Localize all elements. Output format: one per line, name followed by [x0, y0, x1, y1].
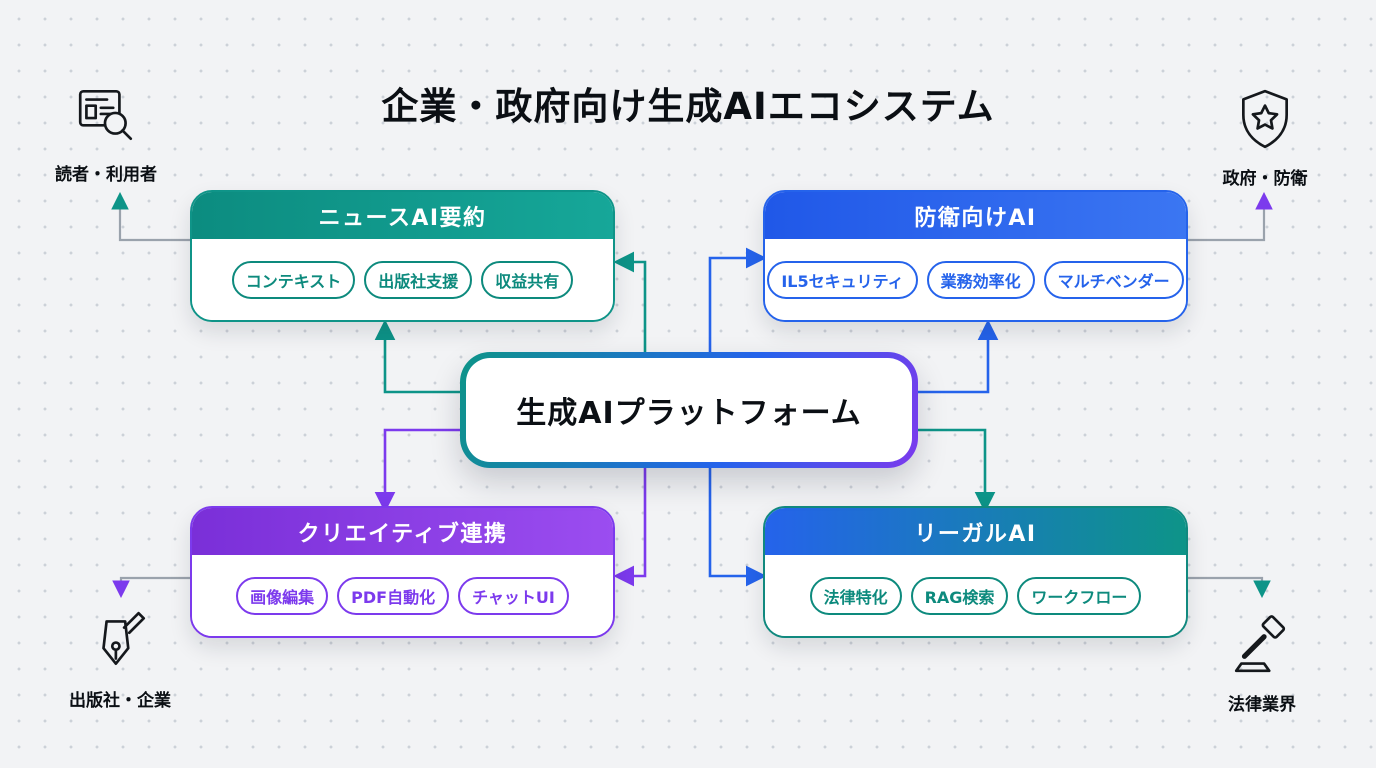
actor-government: 政府・防衛 — [1199, 86, 1331, 189]
tag-news-3: 収益共有 — [481, 260, 574, 299]
card-legal-body: 法律特化 RAG検索 ワークフロー — [765, 555, 1186, 636]
tag-legal-2: RAG検索 — [910, 576, 1009, 615]
actor-publishers-label: 出版社・企業 — [69, 691, 171, 711]
shield-star-icon — [1242, 89, 1288, 149]
tag-news-2: 出版社支援 — [364, 260, 473, 299]
arrow-center-to-defense-bottom — [918, 319, 999, 394]
card-creative-body: 画像編集 PDF自動化 チャットUI — [192, 555, 613, 636]
card-creative: クリエイティブ連携 画像編集 PDF自動化 チャットUI — [190, 506, 615, 638]
arrow-legal-to-law — [1188, 576, 1271, 599]
arrow-defense-to-government — [1188, 191, 1273, 242]
page-title: 企業・政府向け生成AIエコシステム — [381, 85, 995, 128]
actor-readers-label: 読者・利用者 — [55, 165, 157, 185]
card-defense-title: 防衛向けAI — [765, 192, 1186, 239]
gavel-icon — [1234, 615, 1286, 673]
actor-law: 法律業界 — [1196, 612, 1328, 715]
tag-creative-2: PDF自動化 — [337, 576, 450, 615]
arrow-creative-to-publishers — [112, 576, 190, 599]
actor-publishers: 出版社・企業 — [54, 608, 186, 711]
arrow-center-to-defense-left — [708, 247, 767, 352]
actor-government-label: 政府・防衛 — [1222, 169, 1308, 189]
card-news-title: ニュースAI要約 — [192, 192, 613, 239]
tag-defense-1: IL5セキュリティ — [767, 260, 918, 299]
tag-creative-1: 画像編集 — [236, 576, 329, 615]
card-creative-title: クリエイティブ連携 — [192, 508, 613, 555]
arrow-news-to-readers — [111, 191, 190, 242]
tag-legal-3: ワークフロー — [1017, 576, 1142, 615]
arrow-center-to-news-right — [613, 251, 647, 352]
card-legal: リーガルAI 法律特化 RAG検索 ワークフロー — [763, 506, 1188, 638]
tag-defense-3: マルチベンダー — [1043, 260, 1184, 299]
center-platform-label: 生成AIプラットフォーム — [466, 358, 912, 462]
card-defense: 防衛向けAI IL5セキュリティ 業務効率化 マルチベンダー — [763, 190, 1188, 322]
actor-readers: 読者・利用者 — [40, 82, 172, 185]
arrow-center-to-legal-left — [708, 468, 767, 587]
tag-news-1: コンテキスト — [231, 260, 356, 299]
arrow-center-to-legal-top — [918, 428, 996, 513]
card-news-body: コンテキスト 出版社支援 収益共有 — [192, 239, 613, 320]
tag-legal-1: 法律特化 — [809, 576, 902, 615]
pen-nib-icon — [102, 611, 146, 666]
card-defense-body: IL5セキュリティ 業務効率化 マルチベンダー — [765, 239, 1186, 320]
tag-defense-2: 業務効率化 — [926, 260, 1035, 299]
center-platform-box: 生成AIプラットフォーム — [460, 352, 918, 468]
arrow-center-to-creative-top — [374, 428, 460, 513]
tag-creative-3: チャットUI — [458, 576, 569, 615]
actor-law-label: 法律業界 — [1228, 695, 1296, 715]
card-news: ニュースAI要約 コンテキスト 出版社支援 収益共有 — [190, 190, 615, 322]
arrow-center-to-creative-right — [613, 468, 647, 587]
newspaper-magnifier-icon — [78, 89, 133, 141]
arrow-center-to-news-bottom — [374, 319, 460, 394]
card-legal-title: リーガルAI — [765, 508, 1186, 555]
